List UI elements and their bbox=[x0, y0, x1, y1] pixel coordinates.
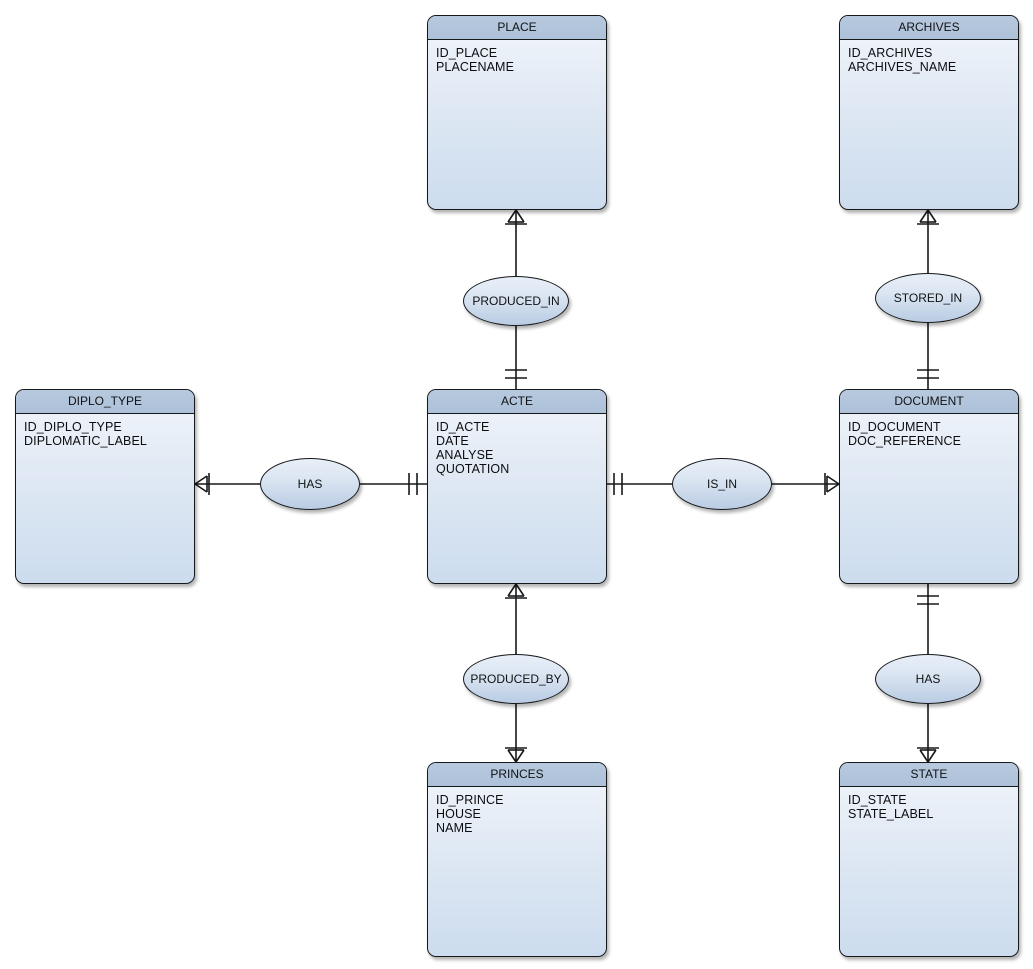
relationship-has_diplo[interactable]: HAS bbox=[260, 458, 360, 510]
entity-title: ARCHIVES bbox=[840, 16, 1018, 40]
entity-title: DIPLO_TYPE bbox=[16, 390, 194, 414]
entity-attribute: DIPLOMATIC_LABEL bbox=[24, 434, 147, 448]
entity-title: PRINCES bbox=[428, 763, 606, 787]
entity-attribute: ARCHIVES_NAME bbox=[848, 60, 957, 74]
crowsfoot-place-many bbox=[507, 209, 525, 223]
relationship-produced_in[interactable]: PRODUCED_IN bbox=[463, 276, 569, 326]
relationship-label: PRODUCED_IN bbox=[472, 294, 560, 308]
entity-attribute: ID_STATE bbox=[848, 793, 907, 807]
entity-attribute: PLACENAME bbox=[436, 60, 515, 74]
entity-attribute: HOUSE bbox=[436, 807, 481, 821]
relationship-stored_in[interactable]: STORED_IN bbox=[875, 273, 981, 323]
entity-attribute: ID_DIPLO_TYPE bbox=[24, 420, 122, 434]
relationship-label: PRODUCED_BY bbox=[470, 672, 562, 686]
entity-title: ACTE bbox=[428, 390, 606, 414]
entity-attribute: NAME bbox=[436, 821, 473, 835]
crowsfoot-acte-many bbox=[507, 583, 525, 597]
crowsfoot-princes-many bbox=[507, 749, 525, 763]
entity-attribute: DOC_REFERENCE bbox=[848, 434, 962, 448]
relationship-label: HAS bbox=[297, 477, 323, 491]
entity-attribute: ID_PRINCE bbox=[436, 793, 504, 807]
relationship-has_state[interactable]: HAS bbox=[875, 654, 981, 704]
crowsfoot-archives-many bbox=[919, 209, 937, 223]
entity-title: STATE bbox=[840, 763, 1018, 787]
entity-attribute: ID_ARCHIVES bbox=[848, 46, 933, 60]
crowsfoot-diplo_type-many bbox=[194, 475, 208, 493]
entity-attribute: ID_ACTE bbox=[436, 420, 490, 434]
crowsfoot-document-many bbox=[826, 475, 840, 493]
entity-attribute: ID_PLACE bbox=[436, 46, 498, 60]
entity-attribute: QUOTATION bbox=[436, 462, 510, 476]
entity-attribute: ID_DOCUMENT bbox=[848, 420, 941, 434]
entity-title: PLACE bbox=[428, 16, 606, 40]
relationship-label: STORED_IN bbox=[893, 291, 963, 305]
entity-title: DOCUMENT bbox=[840, 390, 1018, 414]
relationship-label: IS_IN bbox=[706, 477, 737, 491]
crowsfoot-state-many bbox=[919, 749, 937, 763]
relationship-label: HAS bbox=[915, 672, 941, 686]
relationship-produced_by[interactable]: PRODUCED_BY bbox=[463, 654, 569, 704]
entity-attribute: ANALYSE bbox=[436, 448, 494, 462]
entity-attribute: STATE_LABEL bbox=[848, 807, 934, 821]
relationship-is_in[interactable]: IS_IN bbox=[672, 458, 772, 510]
entity-attribute: DATE bbox=[436, 434, 469, 448]
